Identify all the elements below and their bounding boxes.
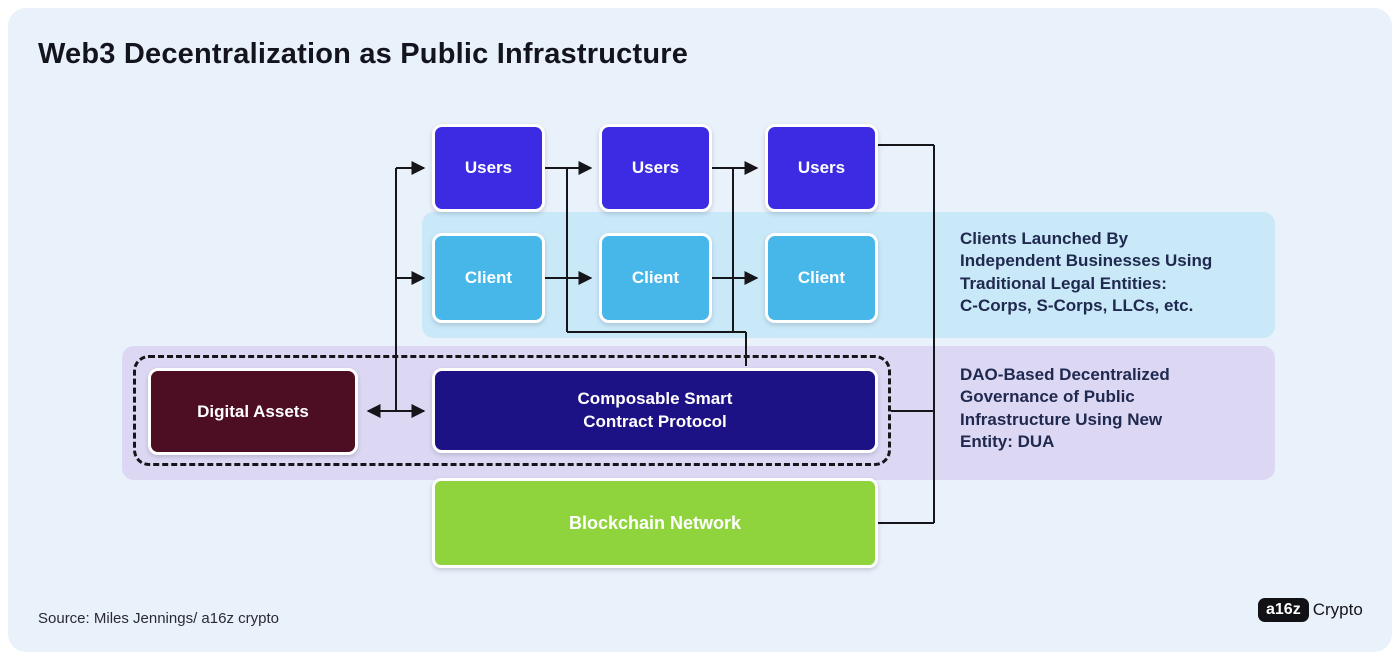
client-box-2: Client bbox=[599, 233, 712, 323]
clients-note: Clients Launched By Independent Business… bbox=[960, 229, 1213, 316]
digital-assets-label: Digital Assets bbox=[197, 401, 309, 421]
dao-note: DAO-Based Decentralized Governance of Pu… bbox=[960, 365, 1170, 452]
digital-assets-box: Digital Assets bbox=[148, 368, 358, 455]
client-label: Client bbox=[797, 268, 846, 287]
client-box-3: Client bbox=[765, 233, 878, 323]
users-box-2: Users bbox=[599, 124, 712, 212]
page-title: Web3 Decentralization as Public Infrastr… bbox=[38, 38, 689, 70]
client-label: Client bbox=[464, 268, 513, 287]
users-label: Users bbox=[631, 158, 680, 177]
a16z-crypto-logo: a16z Crypto bbox=[1258, 598, 1363, 622]
client-box-1: Client bbox=[432, 233, 545, 323]
source-attribution: Source: Miles Jennings/ a16z crypto bbox=[38, 610, 279, 627]
a16z-logo-badge: a16z bbox=[1258, 598, 1309, 622]
a16z-logo-label: Crypto bbox=[1312, 600, 1363, 619]
protocol-label: Composable Smart Contract Protocol bbox=[577, 389, 733, 431]
users-box-3: Users bbox=[765, 124, 878, 212]
users-label: Users bbox=[464, 158, 513, 177]
users-box-1: Users bbox=[432, 124, 545, 212]
users-label: Users bbox=[797, 158, 846, 177]
client-label: Client bbox=[631, 268, 680, 287]
dao-governance-frame bbox=[133, 355, 891, 466]
smart-contract-protocol-box: Composable Smart Contract Protocol bbox=[432, 368, 878, 453]
blockchain-network-box: Blockchain Network bbox=[432, 478, 878, 568]
blockchain-label: Blockchain Network bbox=[568, 512, 742, 533]
